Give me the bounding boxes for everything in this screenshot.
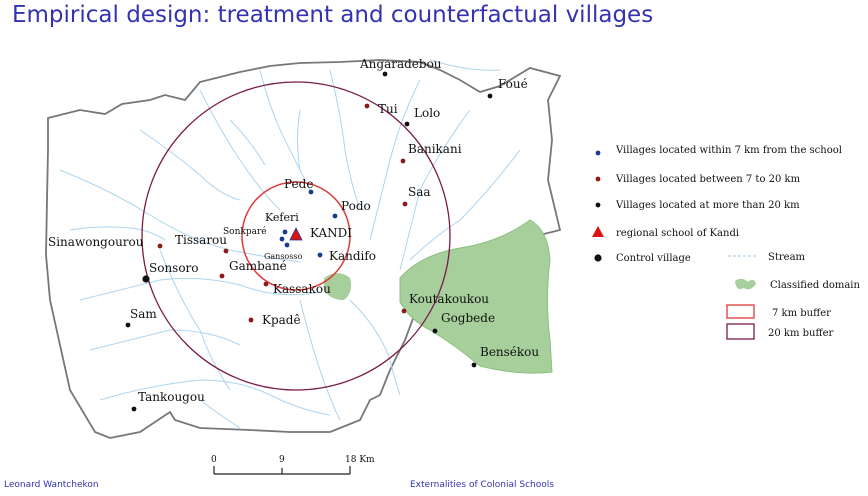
village-marker-bensekou xyxy=(471,362,477,368)
village-label-bensekou: Bensékou xyxy=(480,345,539,359)
village-marker-foue xyxy=(487,93,493,99)
scale-tick-18: 18 Km xyxy=(345,455,375,465)
village-marker-koutakoukou xyxy=(401,308,407,314)
village-label-sonkpare: Sonkparé xyxy=(223,226,267,237)
legend-classified: Classified domain xyxy=(770,280,861,291)
legend-stream: Stream xyxy=(768,252,806,263)
village-marker-gogbede xyxy=(432,328,438,334)
village-marker-sinawongourou xyxy=(157,243,163,249)
village-label-keferi: Keferi xyxy=(265,211,299,224)
village-marker-angaradebou xyxy=(382,71,388,77)
village-label-sam: Sam xyxy=(130,307,157,321)
village-marker-sonsoro xyxy=(142,275,150,283)
village-marker-tankougou xyxy=(131,406,137,412)
village-label-gogbede: Gogbede xyxy=(441,311,495,325)
village-label-kpade: Kpadê xyxy=(262,313,301,327)
village-marker-kpade xyxy=(248,317,254,323)
buffer-20km xyxy=(141,81,451,391)
village-marker-sonkpare xyxy=(282,229,288,235)
scale-tick-9: 9 xyxy=(279,455,285,465)
village-label-pede: Pede xyxy=(284,177,313,191)
village-marker-kassakou xyxy=(263,281,269,287)
village-label-podo: Podo xyxy=(341,199,371,213)
village-label-tui: Tui xyxy=(378,102,398,116)
footer-title: Externalities of Colonial Schools xyxy=(410,480,554,490)
buffer-7km xyxy=(241,181,351,291)
footer-author: Leonard Wantchekon xyxy=(4,480,99,490)
village-label-lolo: Lolo xyxy=(414,106,440,120)
village-marker-gambane xyxy=(219,273,225,279)
slide-title: Empirical design: treatment and counterf… xyxy=(12,2,654,28)
village-marker-saa xyxy=(402,201,408,207)
map-legend: Villages located within 7 km from the sc… xyxy=(592,145,861,340)
village-label-tissarou: Tissarou xyxy=(175,233,227,247)
village-label-gansosso: Gansosso xyxy=(264,252,302,261)
village-label-kandifo: Kandifo xyxy=(329,249,376,263)
legend-buffer7: 7 km buffer xyxy=(772,308,831,319)
village-label-banikani: Banikani xyxy=(408,142,462,156)
village-marker-tissarou xyxy=(223,248,229,254)
legend-buffer20: 20 km buffer xyxy=(768,328,833,339)
village-marker-keferi xyxy=(279,236,285,242)
legend-beyond20: Villages located at more than 20 km xyxy=(615,200,800,211)
village-marker-pede xyxy=(308,189,314,195)
legend-within7: Villages located within 7 km from the sc… xyxy=(615,145,842,156)
kandi-label: KANDI xyxy=(310,226,352,240)
village-label-gambane: Gambané xyxy=(229,259,287,273)
scale-bar: 0 9 18 Km xyxy=(211,455,375,475)
classified-domain-patch xyxy=(324,273,352,300)
village-label-sonsoro: Sonsoro xyxy=(149,261,199,275)
kandi-school-marker xyxy=(289,227,303,241)
village-label-tankougou: Tankougou xyxy=(138,390,205,404)
village-label-angaradebou: Angaradebou xyxy=(359,57,442,71)
village-label-kassakou: Kassakou xyxy=(273,282,331,296)
village-label-sinawongourou: Sinawongourou xyxy=(48,235,144,249)
village-label-saa: Saa xyxy=(408,185,431,199)
village-marker-tui xyxy=(364,103,370,109)
legend-control: Control village xyxy=(616,253,691,264)
scale-tick-0: 0 xyxy=(211,455,217,465)
village-marker-gansosso xyxy=(284,242,290,248)
legend-between7-20: Villages located between 7 to 20 km xyxy=(615,174,801,185)
village-marker-kandifo xyxy=(317,252,323,258)
village-label-koutakoukou: Koutakoukou xyxy=(409,292,489,306)
village-marker-podo xyxy=(332,213,338,219)
village-label-foue: Foué xyxy=(498,77,528,91)
village-marker-lolo xyxy=(404,121,410,127)
legend-school: regional school of Kandi xyxy=(616,228,739,239)
village-marker-banikani xyxy=(400,158,406,164)
village-marker-sam xyxy=(125,322,131,328)
